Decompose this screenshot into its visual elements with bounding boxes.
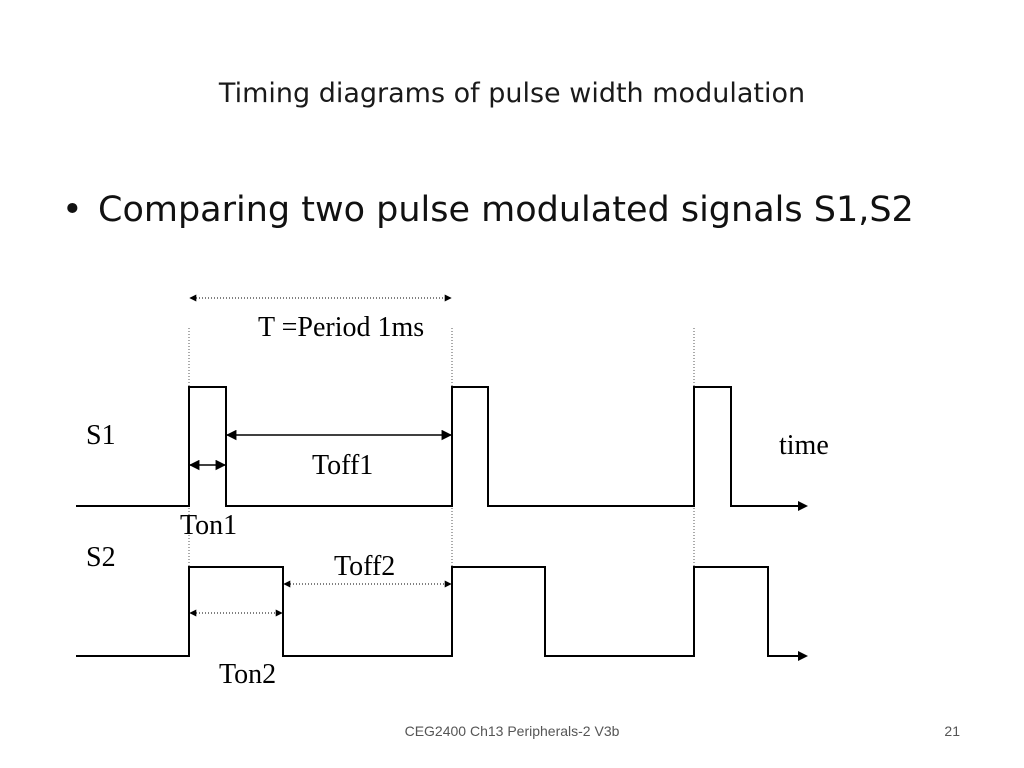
ton2-label: Ton2: [219, 659, 276, 690]
bullet-point: • Comparing two pulse modulated signals S…: [62, 190, 914, 230]
time-axis-label: time: [779, 430, 829, 461]
bullet-dot: •: [62, 190, 83, 230]
s1-waveform: [76, 386, 800, 507]
toff2-label: Toff2: [334, 551, 395, 582]
period-label: T =Period 1ms: [258, 312, 424, 343]
bullet-text: Comparing two pulse modulated signals S1…: [98, 190, 914, 230]
s2-time-arrowhead: [798, 651, 808, 661]
ton1-label: Ton1: [180, 510, 237, 541]
slide-title: Timing diagrams of pulse width modulatio…: [218, 78, 806, 109]
s2-waveform: [76, 566, 800, 657]
slide-footer: CEG2400 Ch13 Peripherals-2 V3b: [404, 723, 620, 739]
s1-time-arrowhead: [798, 501, 808, 511]
s2-label: S2: [86, 542, 116, 573]
s1-label: S1: [86, 420, 116, 451]
toff1-label: Toff1: [312, 450, 373, 481]
page-number: 21: [944, 723, 960, 739]
